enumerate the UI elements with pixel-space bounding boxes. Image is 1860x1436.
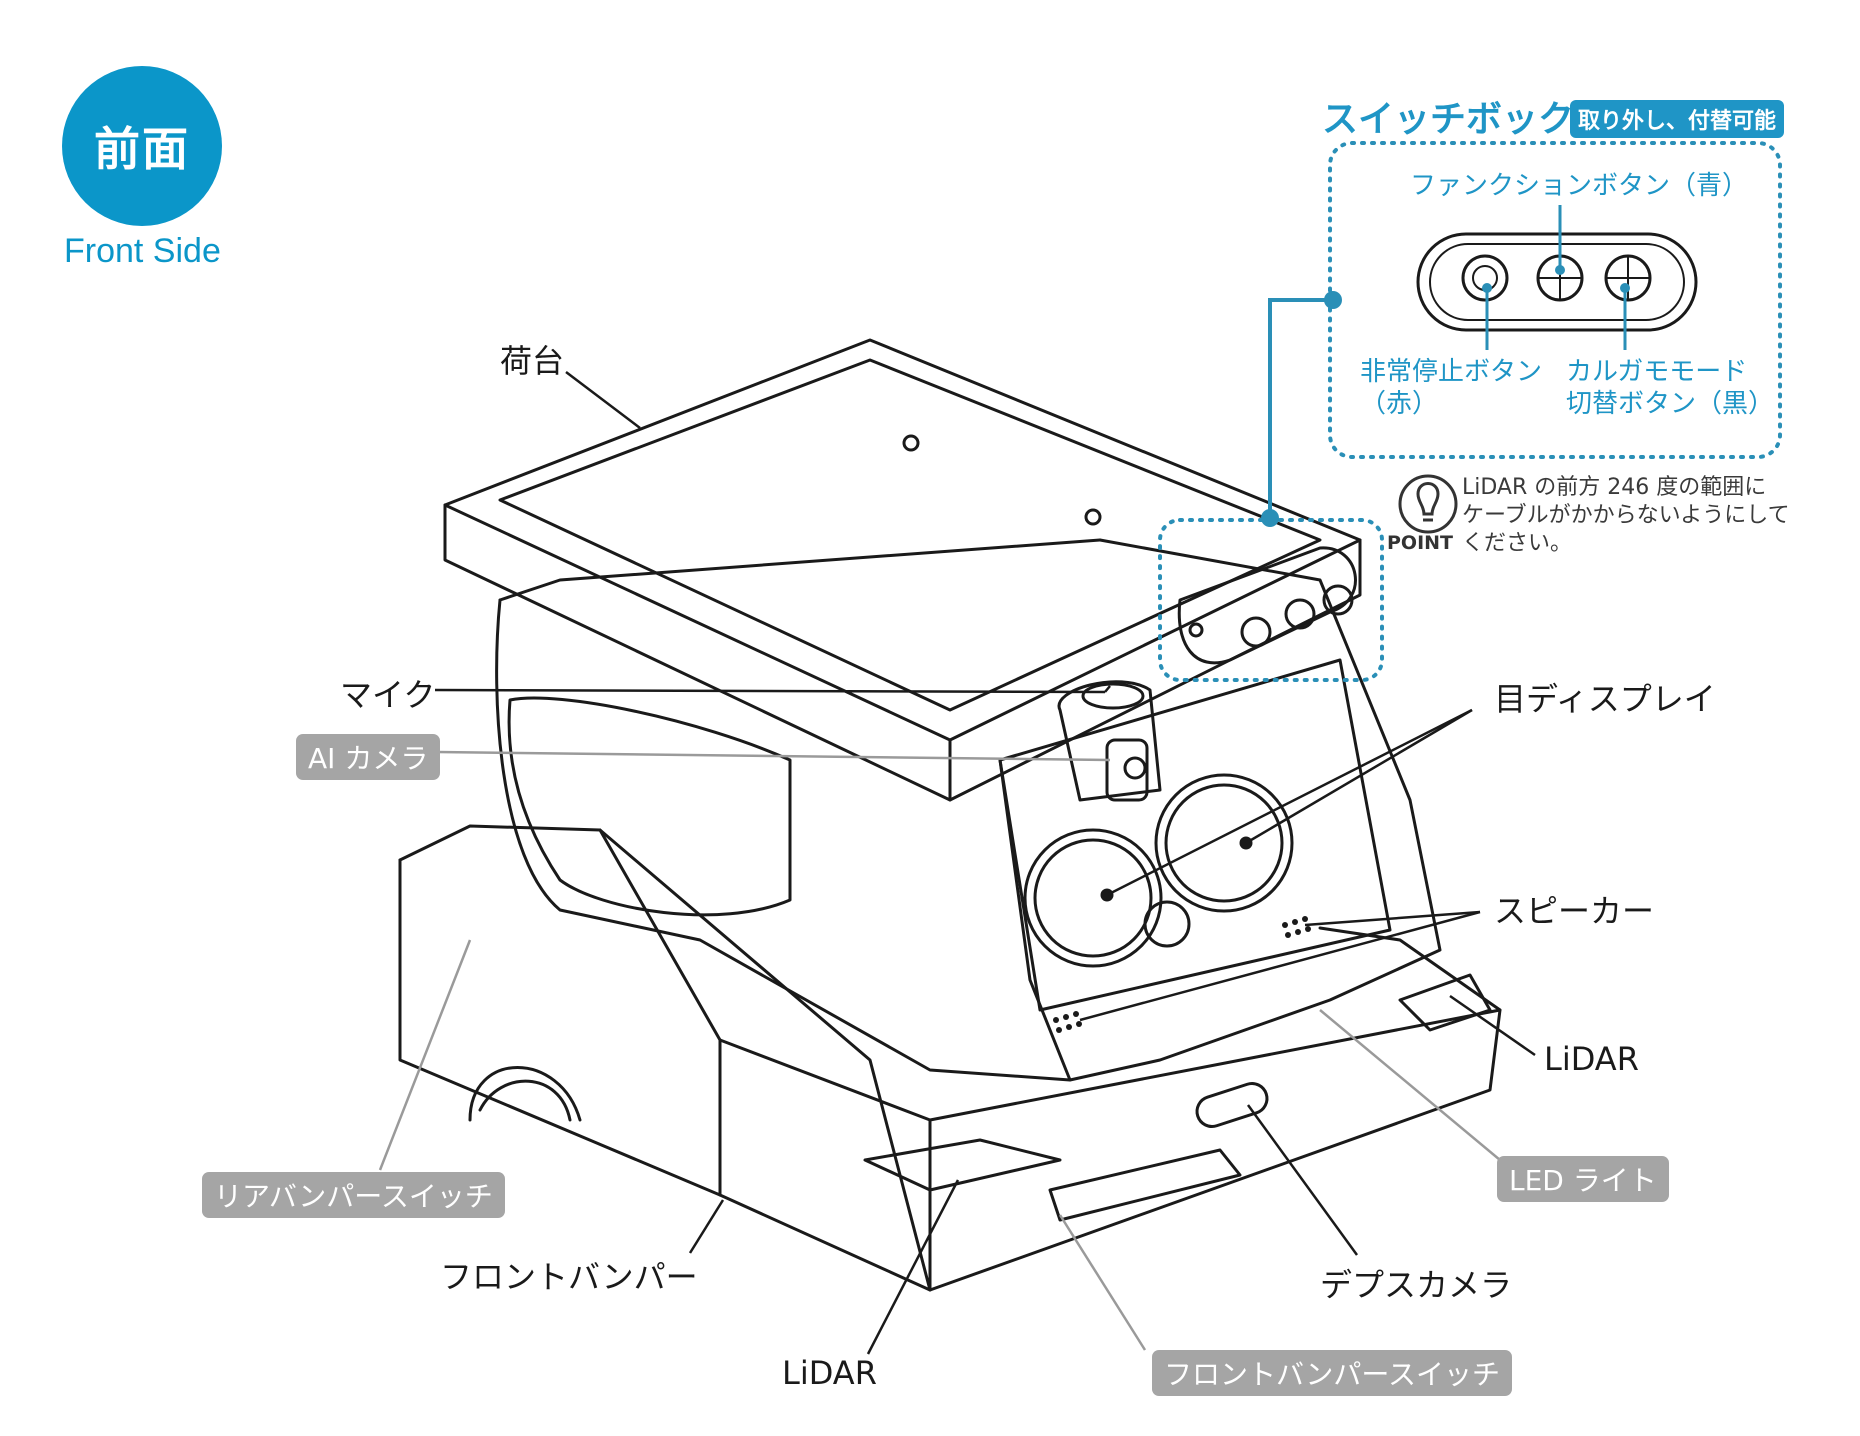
point-line-3: ください。 — [1462, 531, 1573, 556]
badge-label: 前面 — [94, 122, 190, 176]
mode-switch-label-line1: カルガモモード — [1566, 357, 1748, 387]
lightbulb-icon — [1398, 474, 1458, 534]
rear-bumper-switch-label: リアバンパースイッチ — [202, 1172, 505, 1218]
point-line-2: ケーブルがかからないようにして — [1462, 503, 1790, 528]
speaker-grilles — [1053, 916, 1311, 1033]
front-bumper-switch-label: フロントバンパースイッチ — [1152, 1350, 1513, 1396]
cargo-tray — [443, 338, 1362, 802]
point-line-1: LiDAR の前方 246 度の範囲に — [1462, 475, 1767, 500]
lidar-right-label: LiDAR — [1544, 1040, 1639, 1078]
switch-box-title: スイッチボックス — [1322, 99, 1609, 140]
front-bumper-label: フロントバンパー — [440, 1258, 698, 1296]
switch-box-on-robot — [1177, 546, 1357, 665]
lidar-bottom-label: LiDAR — [782, 1354, 877, 1392]
mode-switch-label-line2: 切替ボタン（黒） — [1566, 389, 1775, 419]
gray-leader-lines — [378, 750, 1501, 1351]
microphone-label: マイク — [340, 676, 436, 714]
robot-body — [495, 538, 1442, 1082]
emergency-stop-label-line1: 非常停止ボタン — [1360, 357, 1543, 387]
cargo-bed-label: 荷台 — [500, 342, 565, 380]
mode-switch-label: カルガモモード 切替ボタン（黒） — [1566, 356, 1774, 420]
function-button-label: ファンクションボタン（青） — [1410, 171, 1749, 201]
emergency-stop-label: 非常停止ボタン （赤） — [1360, 356, 1542, 420]
front-side-badge: 前面 — [62, 66, 222, 226]
eye-display-label: 目ディスプレイ — [1494, 680, 1716, 718]
robot-base — [398, 824, 1502, 1292]
side-label: Front Side — [64, 232, 221, 270]
switch-box-note-badge: 取り外し、付替可能 — [1570, 100, 1785, 138]
leader-lines — [434, 371, 1536, 1355]
led-light-label: LED ライト — [1497, 1156, 1669, 1202]
ai-camera-label: AI カメラ — [296, 734, 441, 780]
camera-housing — [1057, 680, 1162, 802]
speaker-label: スピーカー — [1494, 892, 1655, 930]
front-details — [863, 973, 1492, 1222]
eye-displays — [1023, 773, 1294, 968]
emergency-stop-label-line2: （赤） — [1360, 389, 1439, 419]
point-word: POINT — [1387, 532, 1454, 554]
switch-box-inset — [1158, 141, 1782, 682]
depth-camera-label: デプスカメラ — [1320, 1266, 1513, 1304]
point-note: LiDAR の前方 246 度の範囲に ケーブルがかからないようにして ください… — [1462, 474, 1802, 558]
